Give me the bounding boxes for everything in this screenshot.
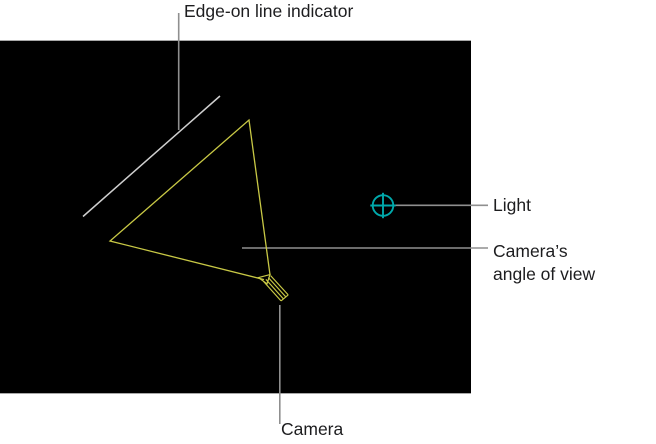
camera-angle-of-view-label: Camera’s angle of view bbox=[493, 240, 595, 286]
canvas-viewport bbox=[0, 40, 471, 394]
edge-on-line-indicator-label: Edge-on line indicator bbox=[184, 1, 354, 21]
light-label: Light bbox=[493, 195, 531, 215]
camera-angle-label-line1: Camera’s bbox=[493, 241, 568, 261]
camera-label: Camera bbox=[281, 419, 344, 439]
camera-angle-label-line2: angle of view bbox=[493, 264, 596, 284]
